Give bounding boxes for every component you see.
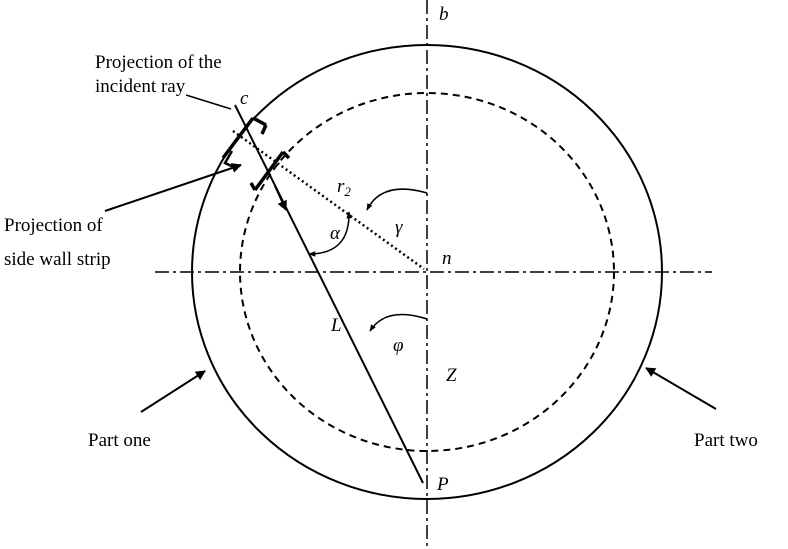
radius-r2-dotted [232, 129, 425, 271]
label-n: n [442, 248, 452, 269]
incident-ray-pointer [185, 94, 232, 110]
part-two-pointer-arrow [645, 367, 717, 410]
side-wall-pointer-arrow [104, 163, 242, 212]
incident-ray-line [234, 104, 424, 484]
label-alpha: α [330, 223, 341, 244]
side-wall-caption-line2: side wall strip [4, 249, 111, 270]
incident-ray-caption-line2: incident ray [95, 76, 186, 97]
gamma-arc-arrow [366, 188, 428, 211]
outer-circle [191, 44, 663, 500]
side-wall-caption-line1: Projection of [4, 215, 103, 236]
side-wall-strip-lower [249, 150, 291, 192]
ray-arrow [274, 185, 287, 211]
label-Z: Z [446, 365, 457, 386]
inner-dashed-circle [239, 92, 615, 452]
phi-arc-arrow [369, 313, 428, 332]
label-phi: φ [393, 335, 404, 356]
side-wall-strip-upper [221, 116, 268, 160]
label-c: c [240, 88, 249, 109]
label-r-subscript: 2 [344, 184, 351, 199]
label-P: P [436, 474, 449, 495]
label-L: L [330, 315, 342, 336]
label-b: b [439, 4, 449, 25]
incident-ray-caption-line1: Projection of the [95, 52, 222, 73]
label-r: r [337, 176, 345, 197]
label-gamma: γ [395, 217, 403, 238]
part-one-caption: Part one [88, 430, 151, 451]
alpha-arc-arrow [308, 211, 352, 257]
part-one-pointer-arrow [140, 370, 206, 413]
label-r2: r2 [337, 176, 351, 199]
part-two-caption: Part two [694, 430, 758, 451]
